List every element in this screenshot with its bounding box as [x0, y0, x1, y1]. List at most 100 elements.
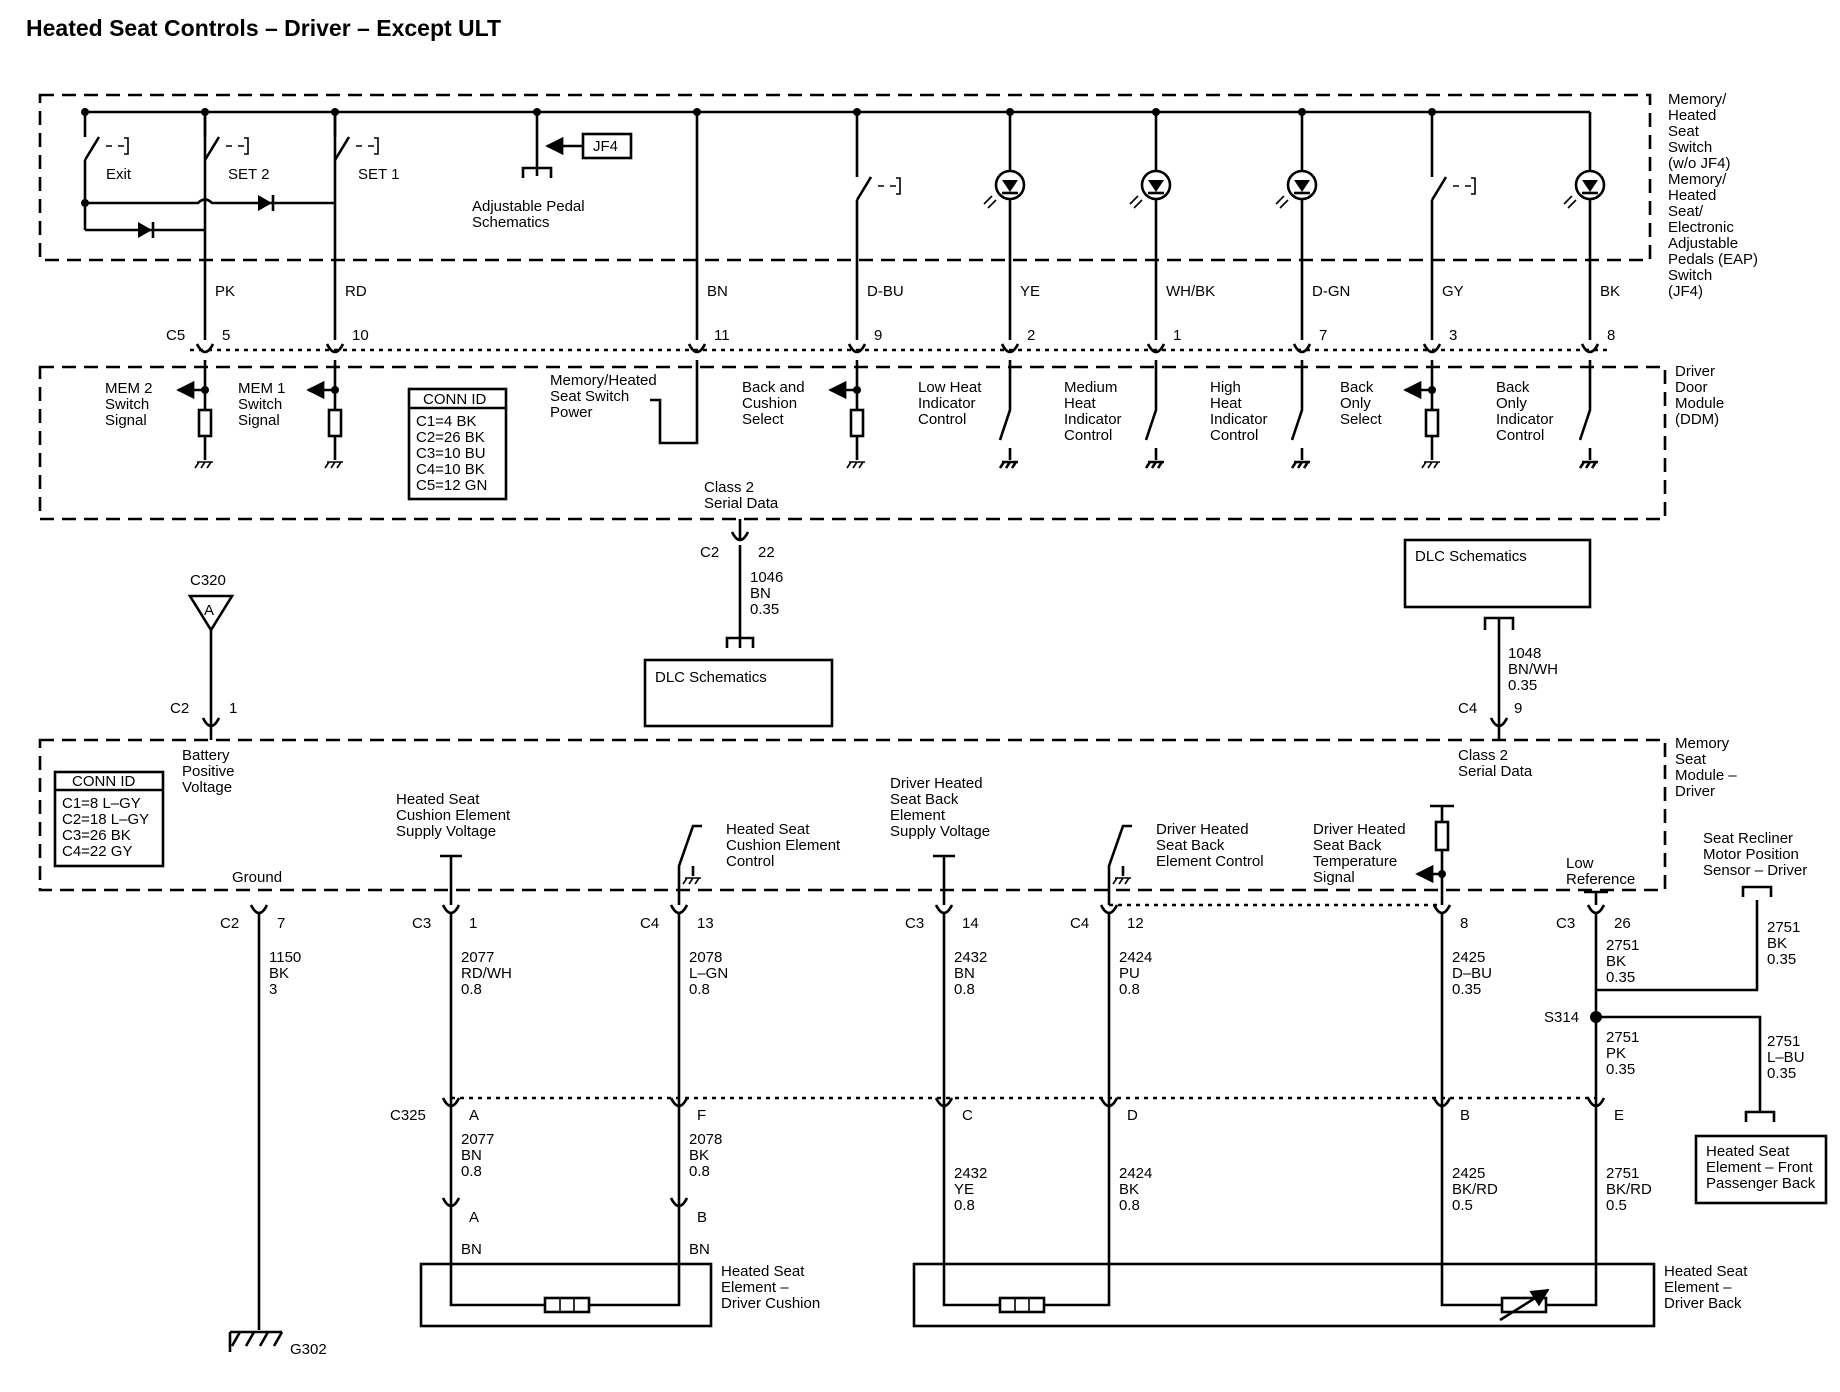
- svg-text:1: 1: [469, 915, 477, 932]
- svg-text:Signal: Signal: [105, 412, 147, 429]
- svg-text:7: 7: [277, 915, 285, 932]
- svg-text:Cushion Element: Cushion Element: [726, 837, 841, 854]
- svg-text:7: 7: [1319, 327, 1327, 344]
- svg-text:BN: BN: [461, 1241, 482, 1258]
- svg-text:3: 3: [1449, 327, 1457, 344]
- svg-text:Select: Select: [742, 411, 785, 428]
- svg-text:2751: 2751: [1767, 1033, 1800, 1050]
- svg-text:C3: C3: [1556, 915, 1575, 932]
- svg-text:Adjustable Pedal: Adjustable Pedal: [472, 198, 585, 215]
- msm-class2-serial-data: 1048 BN/WH 0.35 C4 9 Class 2 Serial Data: [1458, 616, 1558, 780]
- svg-text:0.8: 0.8: [689, 981, 710, 998]
- splice-s314: S314 2751 PK 0.35: [1544, 900, 1762, 1112]
- svg-text:(w/o JF4): (w/o JF4): [1668, 155, 1731, 172]
- svg-text:Cushion: Cushion: [742, 395, 797, 412]
- svg-text:Back: Back: [1496, 379, 1530, 396]
- c325-pins: C325 A F C D B E: [390, 1097, 1624, 1124]
- svg-text:L–GN: L–GN: [689, 965, 728, 982]
- svg-text:BN: BN: [707, 283, 728, 300]
- set1-switch: SET 1: [333, 112, 399, 183]
- svg-text:Pedals (EAP): Pedals (EAP): [1668, 251, 1758, 268]
- svg-text:B: B: [697, 1209, 707, 1226]
- lower-wire-labels: 1150 BK 3 2077 RD/WH 0.8 2078 L–GN 0.8 2…: [269, 937, 1639, 998]
- svg-text:DLC Schematics: DLC Schematics: [655, 669, 767, 686]
- svg-text:8: 8: [1607, 327, 1615, 344]
- svg-text:Low: Low: [1566, 855, 1594, 872]
- svg-text:9: 9: [874, 327, 882, 344]
- svg-text:Passenger Back: Passenger Back: [1706, 1175, 1816, 1192]
- svg-text:Back and: Back and: [742, 379, 805, 396]
- diagram-title: Heated Seat Controls – Driver – Except U…: [26, 15, 501, 41]
- svg-text:Adjustable: Adjustable: [1668, 235, 1738, 252]
- svg-text:1: 1: [1173, 327, 1181, 344]
- upper-wire-labels: PK RD BN D-BU YE WH/BK D-GN GY BK: [215, 283, 1620, 300]
- svg-text:Memory/Heated: Memory/Heated: [550, 372, 657, 389]
- svg-text:1046: 1046: [750, 569, 783, 586]
- svg-text:B: B: [1460, 1107, 1470, 1124]
- svg-text:Indicator: Indicator: [1064, 411, 1122, 428]
- svg-text:C3: C3: [905, 915, 924, 932]
- ddm-function-labels: MEM 2 Switch Signal MEM 1 Switch Signal …: [105, 372, 1554, 444]
- svg-text:Module –: Module –: [1675, 767, 1737, 784]
- lower-wire-runs: [257, 912, 1598, 1330]
- svg-text:PK: PK: [215, 283, 235, 300]
- svg-text:1: 1: [229, 700, 237, 717]
- msm-internal-circuits: [440, 804, 1608, 905]
- svg-text:Cushion Element: Cushion Element: [396, 807, 511, 824]
- svg-text:C4: C4: [640, 915, 659, 932]
- svg-text:DLC Schematics: DLC Schematics: [1415, 548, 1527, 565]
- svg-text:2432: 2432: [954, 1165, 987, 1182]
- svg-text:Seat: Seat: [1668, 123, 1700, 140]
- svg-text:Seat: Seat: [1675, 751, 1707, 768]
- svg-text:Module: Module: [1675, 395, 1724, 412]
- cushion-element-connector: A B BN BN: [441, 1197, 710, 1258]
- svg-text:26: 26: [1614, 915, 1631, 932]
- svg-text:BN: BN: [954, 965, 975, 982]
- svg-text:Signal: Signal: [1313, 869, 1355, 886]
- svg-text:C325: C325: [390, 1107, 426, 1124]
- led-yellow: [983, 108, 1026, 340]
- svg-text:11: 11: [714, 327, 730, 344]
- svg-text:GY: GY: [1442, 283, 1464, 300]
- memory-seat-module-box: [38, 738, 1667, 892]
- svg-text:Memory: Memory: [1675, 735, 1730, 752]
- c325-wire-labels: 2077 BN 0.8 2078 BK 0.8 2432 YE 0.8 2424…: [461, 1131, 1652, 1214]
- svg-text:Control: Control: [1064, 427, 1112, 444]
- upper-switch-drops: [203, 108, 1476, 340]
- svg-text:2751: 2751: [1606, 1165, 1639, 1182]
- svg-text:Element: Element: [890, 807, 946, 824]
- svg-text:Driver: Driver: [1675, 783, 1715, 800]
- svg-text:PU: PU: [1119, 965, 1140, 982]
- svg-text:Heated Seat: Heated Seat: [1664, 1263, 1748, 1280]
- svg-text:9: 9: [1514, 700, 1522, 717]
- led-green: [1275, 108, 1318, 340]
- dlc-schematics-left: DLC Schematics: [643, 658, 834, 728]
- svg-text:CONN ID: CONN ID: [423, 391, 487, 408]
- led-indicators: [983, 108, 1606, 340]
- svg-text:Medium: Medium: [1064, 379, 1117, 396]
- svg-text:Temperature: Temperature: [1313, 853, 1397, 870]
- svg-text:Control: Control: [918, 411, 966, 428]
- memory-switch-module-label: Memory/ Heated Seat Switch (w/o JF4) Mem…: [1668, 91, 1758, 300]
- svg-text:Control: Control: [1210, 427, 1258, 444]
- svg-text:A: A: [469, 1209, 479, 1226]
- svg-text:Switch: Switch: [1668, 267, 1712, 284]
- svg-text:Heated Seat: Heated Seat: [1706, 1143, 1790, 1160]
- svg-text:Serial Data: Serial Data: [1458, 763, 1533, 780]
- svg-text:Power: Power: [550, 404, 593, 421]
- svg-text:D-BU: D-BU: [867, 283, 904, 300]
- svg-text:C3=10 BU: C3=10 BU: [416, 445, 486, 462]
- memory-switch-module-box: [38, 93, 1652, 262]
- jf4-pedal-reference: JF4 Adjustable Pedal Schematics: [472, 108, 633, 231]
- svg-text:(JF4): (JF4): [1668, 283, 1703, 300]
- svg-text:BK/RD: BK/RD: [1452, 1181, 1498, 1198]
- svg-text:Heated Seat: Heated Seat: [726, 821, 810, 838]
- svg-text:BK: BK: [1606, 953, 1626, 970]
- svg-text:2425: 2425: [1452, 949, 1485, 966]
- msm-function-labels: Ground Heated Seat Cushion Element Suppl…: [232, 775, 1635, 888]
- svg-text:C3=26 BK: C3=26 BK: [62, 827, 131, 844]
- svg-text:13: 13: [697, 915, 714, 932]
- svg-text:Seat Back: Seat Back: [1313, 837, 1382, 854]
- svg-text:Indicator: Indicator: [918, 395, 976, 412]
